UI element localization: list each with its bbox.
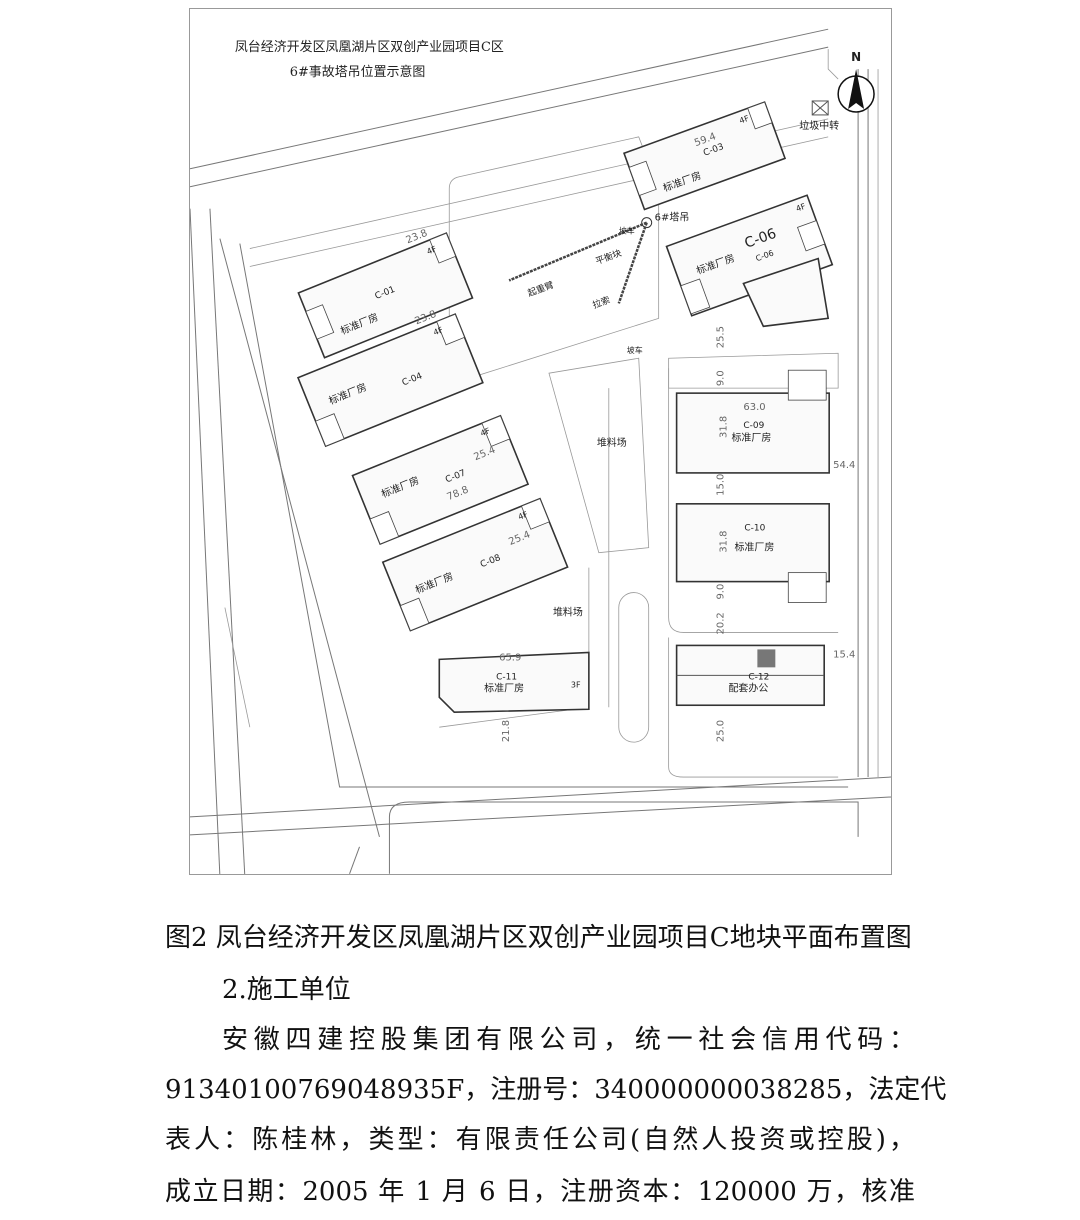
svg-text:标准厂房: 标准厂房 — [484, 681, 524, 694]
svg-text:拉索: 拉索 — [591, 294, 612, 311]
body-text-line: 91340100769048935F，注册号：340000000038285，法… — [165, 1075, 947, 1105]
svg-text:标准厂房: 标准厂房 — [734, 541, 774, 554]
svg-text:垃圾中转: 垃圾中转 — [799, 119, 839, 132]
svg-text:坡车: 坡车 — [627, 345, 643, 355]
dimension-labels: 9.0 15.0 9.0 20.2 25.0 15.4 21.8 25.5 54… — [501, 326, 855, 742]
building-c-06: C-06 C-06 标准厂房 4F — [665, 194, 834, 317]
trash-station: 垃圾中转 — [799, 100, 839, 132]
building-c-12: C-12 配套办公 — [675, 644, 825, 707]
building-c-07: C-07 标准厂房 4F 78.8 25.4 — [351, 414, 530, 546]
svg-text:4F: 4F — [738, 114, 751, 126]
svg-text:21.8: 21.8 — [501, 720, 512, 742]
svg-text:15.0: 15.0 — [715, 474, 726, 496]
svg-text:C-12: C-12 — [748, 672, 769, 682]
svg-text:坡车: 坡车 — [619, 226, 635, 236]
svg-text:C-09: C-09 — [743, 421, 764, 431]
section-heading: 2.施工单位 — [222, 975, 351, 1005]
svg-text:20.2: 20.2 — [715, 612, 726, 634]
figure-caption: 图2 凤台经济开发区凤凰湖片区双创产业园项目C地块平面布置图 — [165, 923, 912, 953]
svg-text:63.0: 63.0 — [743, 402, 765, 413]
svg-text:9.0: 9.0 — [715, 584, 726, 600]
svg-text:C-10: C-10 — [744, 524, 765, 534]
plan-title-line2: 6#事故塔吊位置示意图 — [290, 64, 426, 80]
building-c-03: C-03 标准厂房 4F 59.4 — [623, 101, 787, 211]
svg-text:9.0: 9.0 — [715, 370, 726, 386]
svg-text:4F: 4F — [425, 244, 438, 256]
building-c-10: C-10 标准厂房 31.8 — [675, 503, 830, 603]
svg-text:25.0: 25.0 — [715, 720, 726, 742]
body-text-line: 安徽四建控股集团有限公司，统一社会信用代码： — [222, 1025, 915, 1055]
svg-text:65.9: 65.9 — [499, 652, 521, 663]
building-c-06-annex — [742, 257, 830, 328]
svg-text:N: N — [851, 50, 861, 64]
tower-crane: 6#塔吊 起重臂 平衡块 拉索 坡车 坡车 — [508, 211, 690, 355]
svg-text:4F: 4F — [795, 202, 808, 214]
svg-text:平衡块: 平衡块 — [594, 247, 623, 267]
svg-text:C-11: C-11 — [496, 672, 517, 682]
building-c-08: C-08 标准厂房 4F 25.4 — [381, 497, 569, 632]
stockyard-label: 堆料场 — [553, 606, 583, 619]
north-arrow-icon: N — [837, 50, 875, 113]
svg-text:起重臂: 起重臂 — [526, 279, 555, 299]
building-c-04: C-04 标准厂房 4F 23.8 — [296, 309, 484, 448]
building-c-01: C-01 标准厂房 4F 23.8 — [297, 228, 474, 359]
svg-text:3F: 3F — [571, 680, 581, 689]
body-text-line: 表人：陈桂林，类型：有限责任公司(自然人投资或控股)， — [165, 1125, 915, 1155]
svg-text:31.8: 31.8 — [718, 416, 729, 438]
svg-text:4F: 4F — [517, 510, 530, 522]
site-plan-drawing: 凤台经济开发区凤凰湖片区双创产业园项目C区 6#事故塔吊位置示意图 N 垃圾中转… — [190, 28, 891, 874]
svg-text:31.8: 31.8 — [718, 530, 729, 552]
svg-text:6#塔吊: 6#塔吊 — [655, 211, 690, 224]
svg-text:4F: 4F — [479, 426, 492, 438]
svg-text:配套办公: 配套办公 — [728, 681, 768, 694]
svg-text:标准厂房: 标准厂房 — [731, 431, 771, 444]
stockyard-label: 堆料场 — [597, 436, 627, 449]
roads — [190, 28, 891, 874]
building-c-11: C-11 标准厂房 3F 65.9 — [438, 651, 590, 714]
svg-text:25.5: 25.5 — [715, 326, 726, 348]
body-text-line: 成立日期：2005 年 1 月 6 日，注册资本：120000 万，核准 — [165, 1177, 915, 1207]
plan-title-line1: 凤台经济开发区凤凰湖片区双创产业园项目C区 — [235, 39, 504, 55]
site-plan-figure: 凤台经济开发区凤凰湖片区双创产业园项目C区 6#事故塔吊位置示意图 N 垃圾中转… — [189, 8, 892, 875]
svg-text:54.4: 54.4 — [833, 460, 855, 471]
svg-text:4F: 4F — [432, 325, 445, 337]
svg-text:15.4: 15.4 — [833, 649, 855, 660]
building-c-09: C-09 标准厂房 63.0 31.8 — [675, 369, 830, 474]
